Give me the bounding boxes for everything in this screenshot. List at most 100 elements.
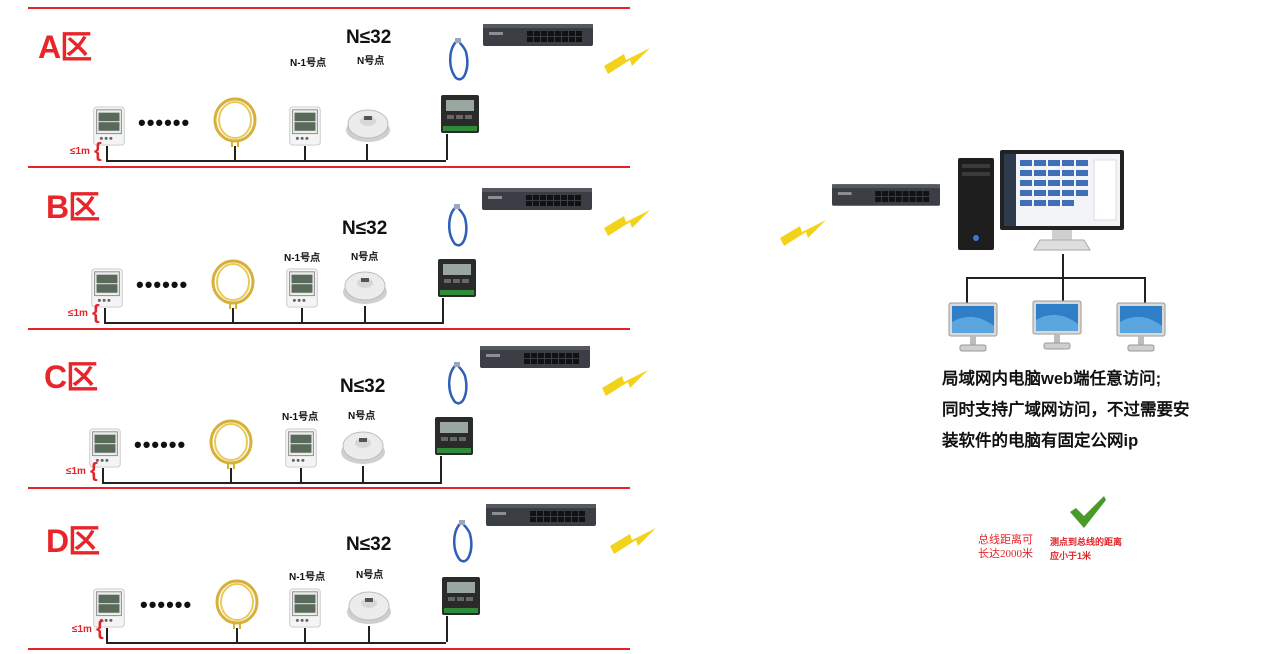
- distance-label: ≤1m: [70, 146, 90, 157]
- stub-length-note: 测点到总线的距离 应小于1米: [1050, 535, 1122, 563]
- network-cable-icon: [443, 362, 473, 407]
- drop-line: [102, 468, 104, 482]
- smoke-detector-icon: [343, 104, 393, 144]
- drop-line: [106, 628, 108, 642]
- drop-line: [300, 468, 302, 482]
- check-mark-icon: [1070, 496, 1106, 528]
- description-line: 局域网内电脑web端任意访问;: [942, 370, 1162, 388]
- controller-icon: [437, 258, 477, 298]
- drop-line: [106, 146, 108, 160]
- ellipsis: ••••••: [134, 432, 187, 457]
- drop-line: [440, 456, 442, 482]
- zone-divider: [28, 166, 630, 168]
- ellipsis: ••••••: [136, 272, 189, 297]
- bus-line: [102, 482, 442, 484]
- node-n-label: N号点: [356, 570, 384, 581]
- controller-icon: [441, 576, 481, 616]
- drop-line: [234, 146, 236, 160]
- sensor-icon: [288, 106, 322, 146]
- drop-line: [230, 468, 232, 482]
- drop-line: [104, 308, 106, 322]
- drop-line: [442, 298, 444, 322]
- brace: {: [96, 618, 104, 640]
- wireless-bolt-icon: [602, 206, 652, 238]
- node-n-minus-1-label: N-1号点: [284, 253, 321, 264]
- ellipsis: ••••••: [138, 110, 191, 135]
- connection-line: [966, 277, 1146, 279]
- client-monitor-icon: [1032, 300, 1082, 352]
- description-line: 同时支持广域网访问，不过需要安: [942, 401, 1190, 419]
- wireless-bolt-icon: [602, 44, 652, 76]
- max-node-count: N≤32: [342, 218, 388, 239]
- client-monitor-icon: [1116, 302, 1166, 354]
- drop-line: [301, 308, 303, 322]
- controller-icon: [440, 94, 480, 134]
- bus-length-note: 总线距离可 长达2000米: [978, 533, 1033, 561]
- smoke-detector-icon: [344, 586, 394, 626]
- drop-line: [232, 308, 234, 322]
- wireless-bolt-icon: [778, 216, 828, 248]
- max-node-count: N≤32: [340, 376, 386, 397]
- sensor-icon: [288, 588, 322, 628]
- drop-line: [362, 466, 364, 482]
- cable-coil-icon: [210, 96, 260, 148]
- ellipsis: ••••••: [140, 592, 193, 617]
- zone-divider: [28, 328, 630, 330]
- zone-divider: [28, 648, 630, 650]
- network-switch-icon: [483, 20, 593, 50]
- connection-line: [1062, 277, 1064, 301]
- bus-line: [104, 322, 444, 324]
- network-switch-icon: [486, 500, 596, 530]
- access-description: 局域网内电脑web端任意访问; 同时支持广域网访问，不过需要安 装软件的电脑有固…: [942, 364, 1232, 457]
- network-switch-icon: [832, 180, 940, 210]
- sensor-icon: [285, 268, 319, 308]
- bus-line: [106, 160, 446, 162]
- cable-coil-icon: [212, 578, 262, 630]
- network-cable-icon: [448, 520, 478, 565]
- sensor-icon: [284, 428, 318, 468]
- brace: {: [92, 302, 100, 324]
- connection-line: [1144, 277, 1146, 303]
- drop-line: [236, 628, 238, 642]
- node-n-label: N号点: [351, 252, 379, 263]
- cable-coil-icon: [206, 418, 256, 470]
- note-line: 长达2000米: [978, 548, 1033, 560]
- network-cable-icon: [444, 38, 474, 83]
- server-computer-icon: [958, 150, 1124, 251]
- note-line: 总线距离可: [978, 534, 1033, 546]
- zone-d: D区 N≤32 N-1号点 N号点 •••••• ≤1m {: [0, 486, 640, 648]
- zone-label: D区: [46, 523, 100, 559]
- bus-line: [106, 642, 446, 644]
- node-n-label: N号点: [348, 411, 376, 422]
- distance-label: ≤1m: [72, 624, 92, 635]
- note-line: 应小于1米: [1050, 551, 1092, 561]
- smoke-detector-icon: [338, 426, 388, 466]
- network-cable-icon: [443, 204, 473, 249]
- wireless-bolt-icon: [600, 366, 650, 398]
- network-switch-icon: [482, 184, 592, 214]
- zone-divider: [28, 487, 630, 489]
- drop-line: [366, 144, 368, 160]
- node-n-minus-1-label: N-1号点: [290, 58, 327, 69]
- drop-line: [304, 628, 306, 642]
- node-n-minus-1-label: N-1号点: [289, 572, 326, 583]
- node-n-minus-1-label: N-1号点: [282, 412, 319, 423]
- note-line: 测点到总线的距离: [1050, 537, 1123, 547]
- drop-line: [446, 134, 448, 160]
- zone-a: A区 N≤32 N-1号点 N号点 •••••• ≤1m {: [0, 0, 640, 162]
- max-node-count: N≤32: [346, 27, 392, 48]
- node-n-label: N号点: [357, 56, 385, 67]
- brace: {: [94, 140, 102, 162]
- drop-line: [368, 626, 370, 642]
- zone-label: A区: [38, 29, 92, 65]
- zone-divider: [28, 7, 630, 9]
- controller-icon: [434, 416, 474, 456]
- distance-label: ≤1m: [68, 308, 88, 319]
- wireless-bolt-icon: [608, 524, 658, 556]
- zone-label: C区: [44, 359, 98, 395]
- connection-line: [1062, 254, 1064, 278]
- drop-line: [304, 146, 306, 160]
- zone-b: B区 N≤32 N-1号点 N号点 •••••• ≤1m {: [0, 162, 640, 324]
- drop-line: [446, 616, 448, 642]
- distance-label: ≤1m: [66, 466, 86, 477]
